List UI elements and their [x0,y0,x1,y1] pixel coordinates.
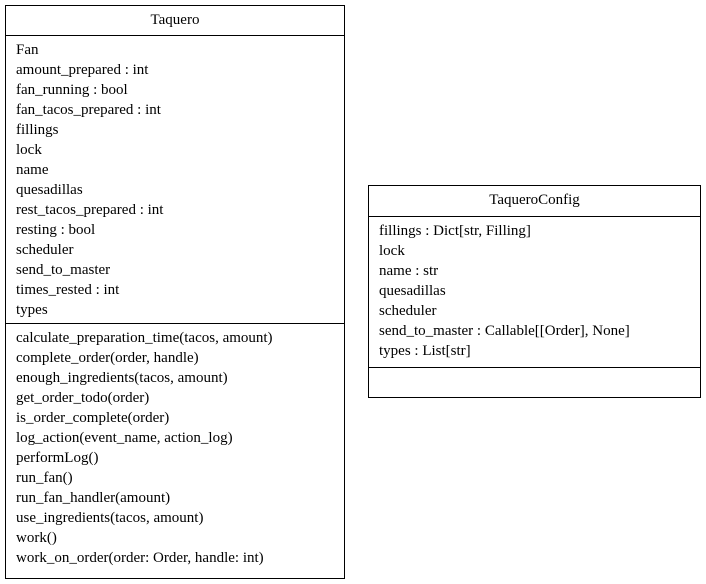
method: use_ingredients(tacos, amount) [16,510,204,526]
class-name: Taquero [6,6,344,36]
attribute: lock [379,243,405,259]
attribute: rest_tacos_prepared : int [16,202,164,218]
attribute: lock [16,142,42,158]
method: run_fan() [16,470,73,486]
attribute: types : List[str] [379,343,471,359]
method: work() [16,530,57,546]
attribute: amount_prepared : int [16,62,149,78]
attribute: resting : bool [16,222,96,238]
attribute: name : str [379,263,439,279]
attribute: quesadillas [16,182,83,198]
method: log_action(event_name, action_log) [16,430,233,446]
attribute: scheduler [16,242,74,258]
attribute: send_to_master [16,262,111,278]
method: run_fan_handler(amount) [16,490,171,506]
attribute: times_rested : int [16,282,120,298]
method: calculate_preparation_time(tacos, amount… [16,330,273,346]
attribute: types [16,302,48,318]
attribute: fan_running : bool [16,82,128,98]
method: enough_ingredients(tacos, amount) [16,370,228,386]
class-box-taquero: Taquero Fan amount_prepared : int fan_ru… [5,5,345,579]
class-name: TaqueroConfig [369,186,700,217]
attribute: quesadillas [379,283,446,299]
attribute: fan_tacos_prepared : int [16,102,161,118]
class-box-taquero-config: TaqueroConfig fillings : Dict[str, Filli… [368,185,701,398]
method: work_on_order(order: Order, handle: int) [16,550,264,566]
methods-section: calculate_preparation_time(tacos, amount… [6,324,344,568]
attribute: send_to_master : Callable[[Order], None] [379,323,630,339]
attribute: fillings : Dict[str, Filling] [379,223,531,239]
attributes-section: fillings : Dict[str, Filling] lock name … [369,217,700,368]
method: complete_order(order, handle) [16,350,199,366]
attribute: name [16,162,49,178]
method: is_order_complete(order) [16,410,170,426]
attribute: Fan [16,42,39,58]
method: performLog() [16,450,99,466]
attributes-section: Fan amount_prepared : int fan_running : … [6,36,344,324]
attribute: fillings [16,122,59,138]
attribute: scheduler [379,303,437,319]
method: get_order_todo(order) [16,390,150,406]
methods-section [369,368,700,397]
